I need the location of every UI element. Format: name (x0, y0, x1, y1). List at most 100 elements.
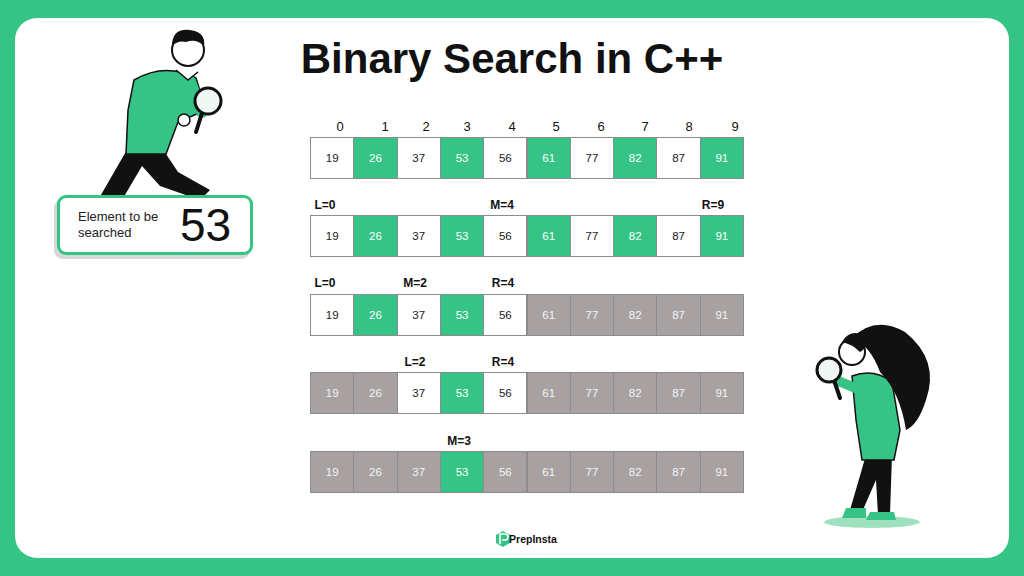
cell-value: 82 (629, 230, 642, 242)
cell-value: 77 (586, 309, 599, 321)
array-cell: 53 (440, 372, 484, 414)
index-label: 0 (336, 119, 343, 134)
array-cell: 82 (613, 137, 657, 179)
woman-pants (850, 455, 892, 515)
cell-value: 56 (499, 230, 512, 242)
array-cell: 91 (700, 372, 744, 414)
index-label: 2 (422, 119, 429, 134)
woman-hair (842, 333, 866, 352)
cell-value: 19 (326, 230, 339, 242)
array-cell: 19 (310, 372, 354, 414)
woman-shoe (842, 508, 866, 518)
array-cell: 77 (570, 294, 614, 336)
array-cell: 82 (613, 372, 657, 414)
array-cell: 87 (656, 372, 700, 414)
cell-value: 26 (369, 466, 382, 478)
cell-value: 61 (542, 466, 555, 478)
array-cell: 56 (483, 451, 527, 493)
index-label: 4 (508, 119, 515, 134)
array-cell: 82 (613, 451, 657, 493)
array-cell: 19 (310, 294, 354, 336)
pointer-label: L=0 (314, 276, 335, 290)
index-label: 7 (641, 119, 648, 134)
cell-value: 77 (586, 466, 599, 478)
pointer-label: M=4 (490, 198, 514, 212)
cell-value: 26 (369, 152, 382, 164)
cell-value: 37 (412, 466, 425, 478)
array-cell: 87 (656, 215, 700, 257)
array-cell: 91 (700, 137, 744, 179)
logo-icon (496, 531, 510, 547)
array-cell: 26 (353, 215, 397, 257)
cell-value: 87 (672, 230, 685, 242)
array-cell: 37 (397, 372, 441, 414)
cell-value: 87 (672, 152, 685, 164)
array-cell: 26 (353, 451, 397, 493)
cell-value: 37 (412, 230, 425, 242)
cell-value: 19 (326, 466, 339, 478)
array-cell: 37 (397, 451, 441, 493)
magnifier-lens (195, 88, 221, 114)
array-cell: 53 (440, 294, 484, 336)
man-shirt (126, 70, 206, 154)
cell-value: 61 (542, 309, 555, 321)
array-cell: 61 (527, 451, 571, 493)
array-cell: 19 (310, 451, 354, 493)
cell-value: 56 (499, 387, 512, 399)
cell-value: 61 (542, 230, 555, 242)
index-label: 8 (685, 119, 692, 134)
man-pants (98, 148, 210, 200)
cell-value: 91 (715, 309, 728, 321)
pointer-label: M=2 (403, 276, 427, 290)
array-cell: 82 (613, 294, 657, 336)
cell-value: 77 (586, 152, 599, 164)
cell-value: 82 (629, 387, 642, 399)
woman-figure (817, 325, 930, 528)
array-cell: 87 (656, 451, 700, 493)
array-cell: 26 (353, 137, 397, 179)
cell-value: 56 (499, 466, 512, 478)
logo-mark (500, 534, 508, 544)
cell-value: 26 (369, 387, 382, 399)
man-collar (176, 70, 198, 80)
callout-text: Element to be searched (78, 209, 170, 242)
pointer-label: R=4 (492, 355, 514, 369)
cell-value: 53 (456, 230, 469, 242)
cell-value: 53 (456, 466, 469, 478)
cell-value: 61 (542, 152, 555, 164)
cell-value: 82 (629, 309, 642, 321)
array-cell: 56 (483, 372, 527, 414)
magnifier-handle (196, 113, 202, 132)
title: Binary Search in C++ (0, 36, 1024, 82)
cell-value: 53 (456, 309, 469, 321)
pointer-label: R=9 (702, 198, 724, 212)
array-cell: 77 (570, 137, 614, 179)
pointer-label: R=4 (492, 276, 514, 290)
man-figure (98, 30, 221, 200)
pointer-label: L=2 (404, 355, 425, 369)
array-cell: 56 (483, 294, 527, 336)
array-cell: 56 (483, 137, 527, 179)
array-cell: 26 (353, 294, 397, 336)
callout-box: Element to be searched 53 (57, 195, 253, 255)
cell-value: 82 (629, 466, 642, 478)
index-label: 1 (381, 119, 388, 134)
cell-value: 53 (456, 387, 469, 399)
cell-value: 87 (672, 466, 685, 478)
cell-value: 19 (326, 309, 339, 321)
array-cell: 91 (700, 294, 744, 336)
cell-value: 91 (715, 152, 728, 164)
index-label: 9 (731, 119, 738, 134)
array-cell: 61 (527, 372, 571, 414)
cell-value: 87 (672, 387, 685, 399)
array-cell: 91 (700, 215, 744, 257)
woman-shoe (866, 512, 896, 520)
white-panel (15, 18, 1009, 558)
array-cell: 37 (397, 137, 441, 179)
array-cell: 53 (440, 137, 484, 179)
array-cell: 61 (527, 215, 571, 257)
cell-value: 77 (586, 387, 599, 399)
cell-value: 26 (369, 309, 382, 321)
callout-number: 53 (180, 202, 231, 248)
array-cell: 19 (310, 215, 354, 257)
